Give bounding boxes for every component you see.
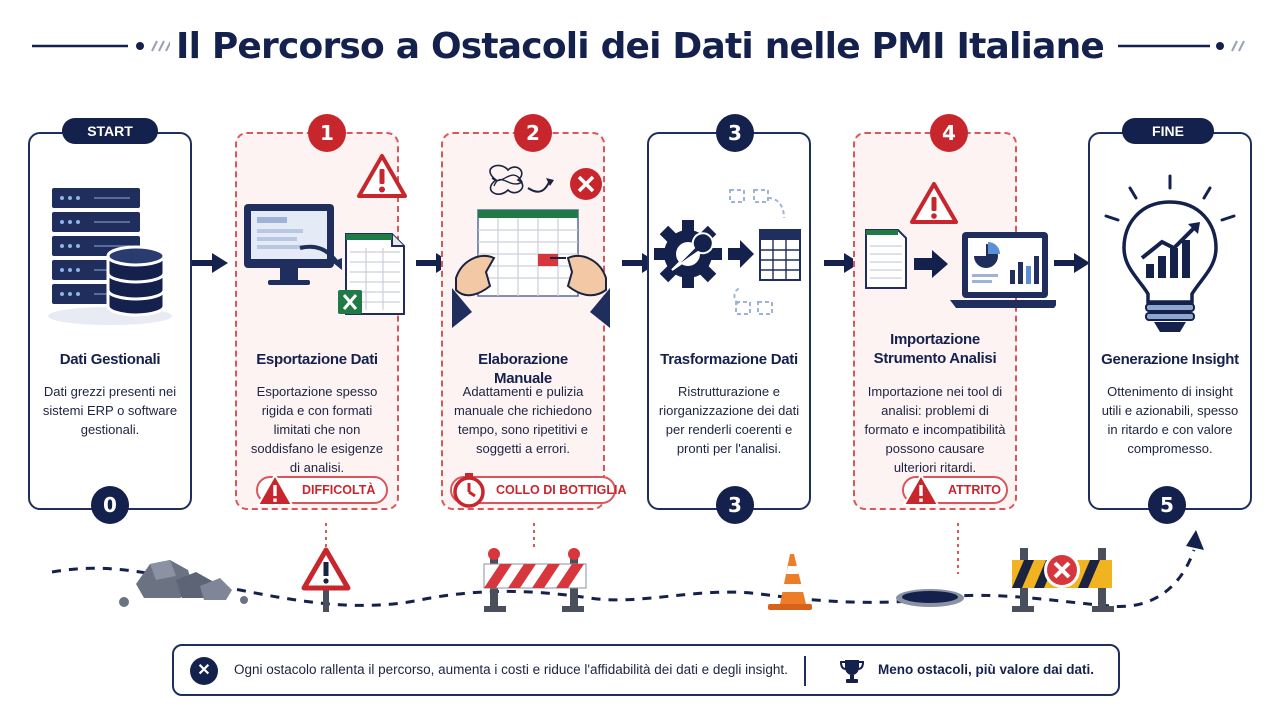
step-card-3: Trasformazione Dati Ristrutturazione e r… xyxy=(647,132,811,510)
warning-triangle-icon xyxy=(257,474,293,506)
title-left-decoration xyxy=(32,40,170,52)
traffic-cone-obstacle xyxy=(768,554,812,610)
title-right-decoration xyxy=(1118,40,1245,52)
pothole-obstacle xyxy=(896,589,964,607)
difficulty-tag: DIFFICOLTÀ xyxy=(256,474,388,506)
step-number-badge: 1 xyxy=(308,114,346,152)
rocks-obstacle xyxy=(119,560,248,607)
step-title: Esportazione Dati xyxy=(256,351,378,368)
trophy-icon xyxy=(839,660,865,683)
step-description: Esportazione spesso rigida e con formati… xyxy=(250,384,384,475)
step-number-badge: 2 xyxy=(514,114,552,152)
step-description: Ottenimento di insight utili e azionabil… xyxy=(1101,384,1239,456)
gear-wrench-icon xyxy=(654,189,801,315)
export-to-excel-icon xyxy=(244,204,405,315)
step-title: Trasformazione Dati xyxy=(660,351,798,368)
warning-sign-obstacle xyxy=(301,547,351,612)
friction-tag: ATTRITO xyxy=(902,474,1008,506)
laptop-dashboard-icon xyxy=(865,182,1056,308)
step-number-badge: 4 xyxy=(930,114,968,152)
step-number-badge: 0 xyxy=(91,486,129,524)
footer-message: Ogni ostacolo rallenta il percorso, aume… xyxy=(234,662,788,677)
step-number-badge-bottom: 3 xyxy=(716,486,754,524)
warning-triangle-icon xyxy=(357,154,407,198)
tag-label: ATTRITO xyxy=(948,483,1002,497)
step-title: Dati Gestionali xyxy=(59,351,161,368)
step-title: Generazione Insight xyxy=(1101,351,1239,368)
road-closed-barrier-obstacle xyxy=(1012,548,1114,612)
tag-label: DIFFICOLTÀ xyxy=(302,483,376,497)
step-description: Importazione nei tool di analisi: proble… xyxy=(864,384,1006,475)
server-database-icon xyxy=(48,188,172,325)
step-description: Dati grezzi presenti nei sistemi ERP o s… xyxy=(42,384,178,437)
footer-highlight: Meno ostacoli, più valore dai dati. xyxy=(878,662,1095,677)
footer-divider xyxy=(804,656,806,686)
flow-arrow xyxy=(192,253,228,273)
start-badge: START xyxy=(62,118,158,144)
step-description: Ristrutturazione e riorganizzazione dei … xyxy=(658,384,800,456)
flow-arrow xyxy=(824,253,860,273)
obstacle-road xyxy=(51,520,1204,612)
tag-label: COLLO DI BOTTIGLIA xyxy=(496,483,627,497)
step-title: Importazione Strumento Analisi xyxy=(873,331,997,367)
stopwatch-icon xyxy=(453,473,485,508)
step-number-badge: 5 xyxy=(1148,486,1186,524)
step-card-4: Importazione Strumento Analisi Importazi… xyxy=(853,132,1017,510)
lightbulb-chart-icon xyxy=(1104,174,1236,332)
barrier-obstacle xyxy=(483,548,587,612)
manual-spreadsheet-icon xyxy=(452,164,610,328)
page-title: Il Percorso a Ostacoli dei Dati nelle PM… xyxy=(175,26,1105,67)
flow-arrow xyxy=(1054,253,1090,273)
footer-banner: ✕ Ogni ostacolo rallenta il percorso, au… xyxy=(172,644,1120,696)
bottleneck-tag: COLLO DI BOTTIGLIA xyxy=(450,473,627,508)
close-circle-icon: ✕ xyxy=(190,657,218,685)
step-number-badge: 3 xyxy=(716,114,754,152)
step-title: Elaborazione Manuale xyxy=(478,351,568,387)
end-badge: FINE xyxy=(1122,118,1214,144)
warning-triangle-icon xyxy=(903,474,939,506)
step-description: Adattamenti e pulizia manuale che richie… xyxy=(453,384,593,456)
